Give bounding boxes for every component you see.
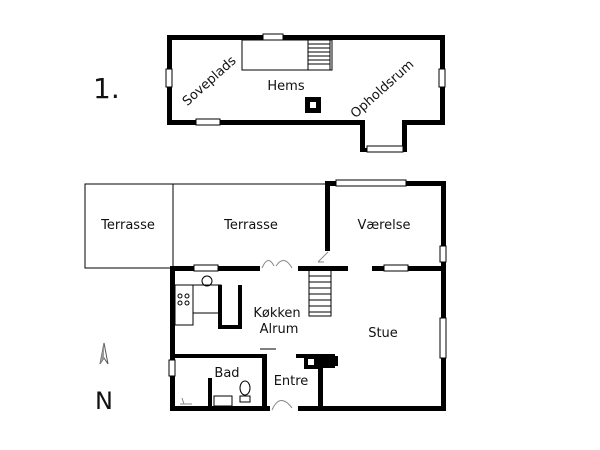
compass-arrow-icon [99,342,109,365]
kitchen-counter-left [174,284,194,326]
entre-stue-divider [318,354,323,410]
ground-floor-plan: Terrasse Terrasse Værelse Køkken Alrum S… [84,179,447,411]
kitchen-partition-right [238,285,242,329]
room-label-opholdsrum: Opholdsrum [348,57,417,121]
upper-window-top [262,33,284,41]
upper-bay-right [402,120,407,152]
room-label-hems: Hems [267,79,304,94]
room-label-vaerelse: Værelse [357,218,410,233]
stue-window-top [383,264,409,272]
upper-window-right [438,68,446,88]
room-label-kokken: Køkken [253,306,300,321]
wall-bottom-right [298,406,446,411]
vaerelse-window-right [439,245,447,263]
bad-sink [213,395,233,407]
room-label-stue: Stue [368,326,398,341]
upper-floor-plan: Soveplads Hems Opholdsrum [165,33,446,153]
room-label-entre: Entre [274,374,309,389]
upper-window-bay [366,145,404,153]
room-label-terrasse-left: Terrasse [100,218,155,233]
bad-wall-top [170,354,265,358]
upper-window-left [165,68,173,88]
upper-wall-top [167,35,445,40]
kitchen-window-top [193,264,219,272]
wall-bottom-left [170,406,270,411]
upper-window-bottom [195,118,221,126]
vaerelse-window-top [335,179,407,187]
room-label-terrasse-mid: Terrasse [223,218,278,233]
floor-number: 1. [93,72,120,105]
vaerelse-door-swing [317,251,329,263]
room-label-bad: Bad [214,366,239,381]
stue-window-right [439,317,447,359]
ground-stair [308,269,332,317]
upper-wall-bottom-right [402,120,445,125]
wall-right [441,181,446,411]
kitchen-partition-bottom [218,325,242,329]
hems-opening [241,39,333,71]
entre-door-swing [271,400,293,411]
wall-left [170,266,175,411]
wall-house-top-mid [298,266,348,271]
kitchen-counter-corner [192,284,222,314]
shower-icon [180,397,192,405]
room-label-soveplads: Soveplads [180,53,240,109]
upper-bay-left [360,120,365,152]
upper-stair [307,39,331,71]
toilet-icon [239,380,251,403]
compass-north-label: N [95,387,113,415]
bad-entre-divider [262,354,267,410]
upper-wall-bottom-left [167,120,364,125]
kitchen-partition [218,285,222,329]
fireplace-icon [304,354,338,369]
terrace-door-swing [261,260,293,269]
wall-house-top-right [372,266,446,271]
bad-inner-partition [208,378,212,410]
stove-icon [177,293,190,306]
bad-window-left [168,359,176,377]
vaerelse-wall-left [325,181,330,251]
kitchen-sink [201,275,213,287]
chimney-upper-flue [310,102,316,108]
room-label-alrum: Alrum [260,322,299,337]
